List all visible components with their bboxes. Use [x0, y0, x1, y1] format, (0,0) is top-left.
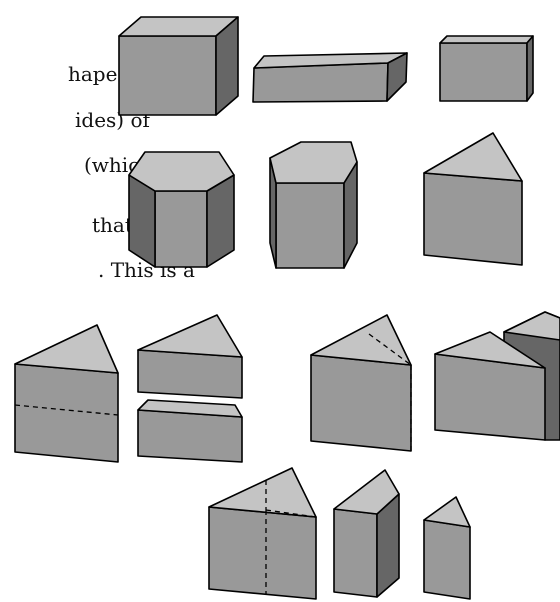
wedge-split-vertical-figure: [435, 312, 560, 440]
triangular-prism-figure: [424, 133, 522, 265]
wedge-dashed-horizontal-figure: [15, 325, 118, 462]
hexagonal-prism-figure: [129, 152, 234, 267]
wedge-dashed-cross-figure: [209, 468, 316, 599]
wedge-dashed-vertical-figure: [311, 315, 411, 451]
pentagonal-prism-figure: [270, 142, 357, 268]
cube-figure: [119, 17, 238, 115]
wedge-split-cross-figure: [334, 470, 470, 599]
small-box-figure: [440, 36, 533, 101]
long-box-figure: [253, 53, 407, 102]
wedge-split-horizontal-figure: [138, 315, 242, 462]
